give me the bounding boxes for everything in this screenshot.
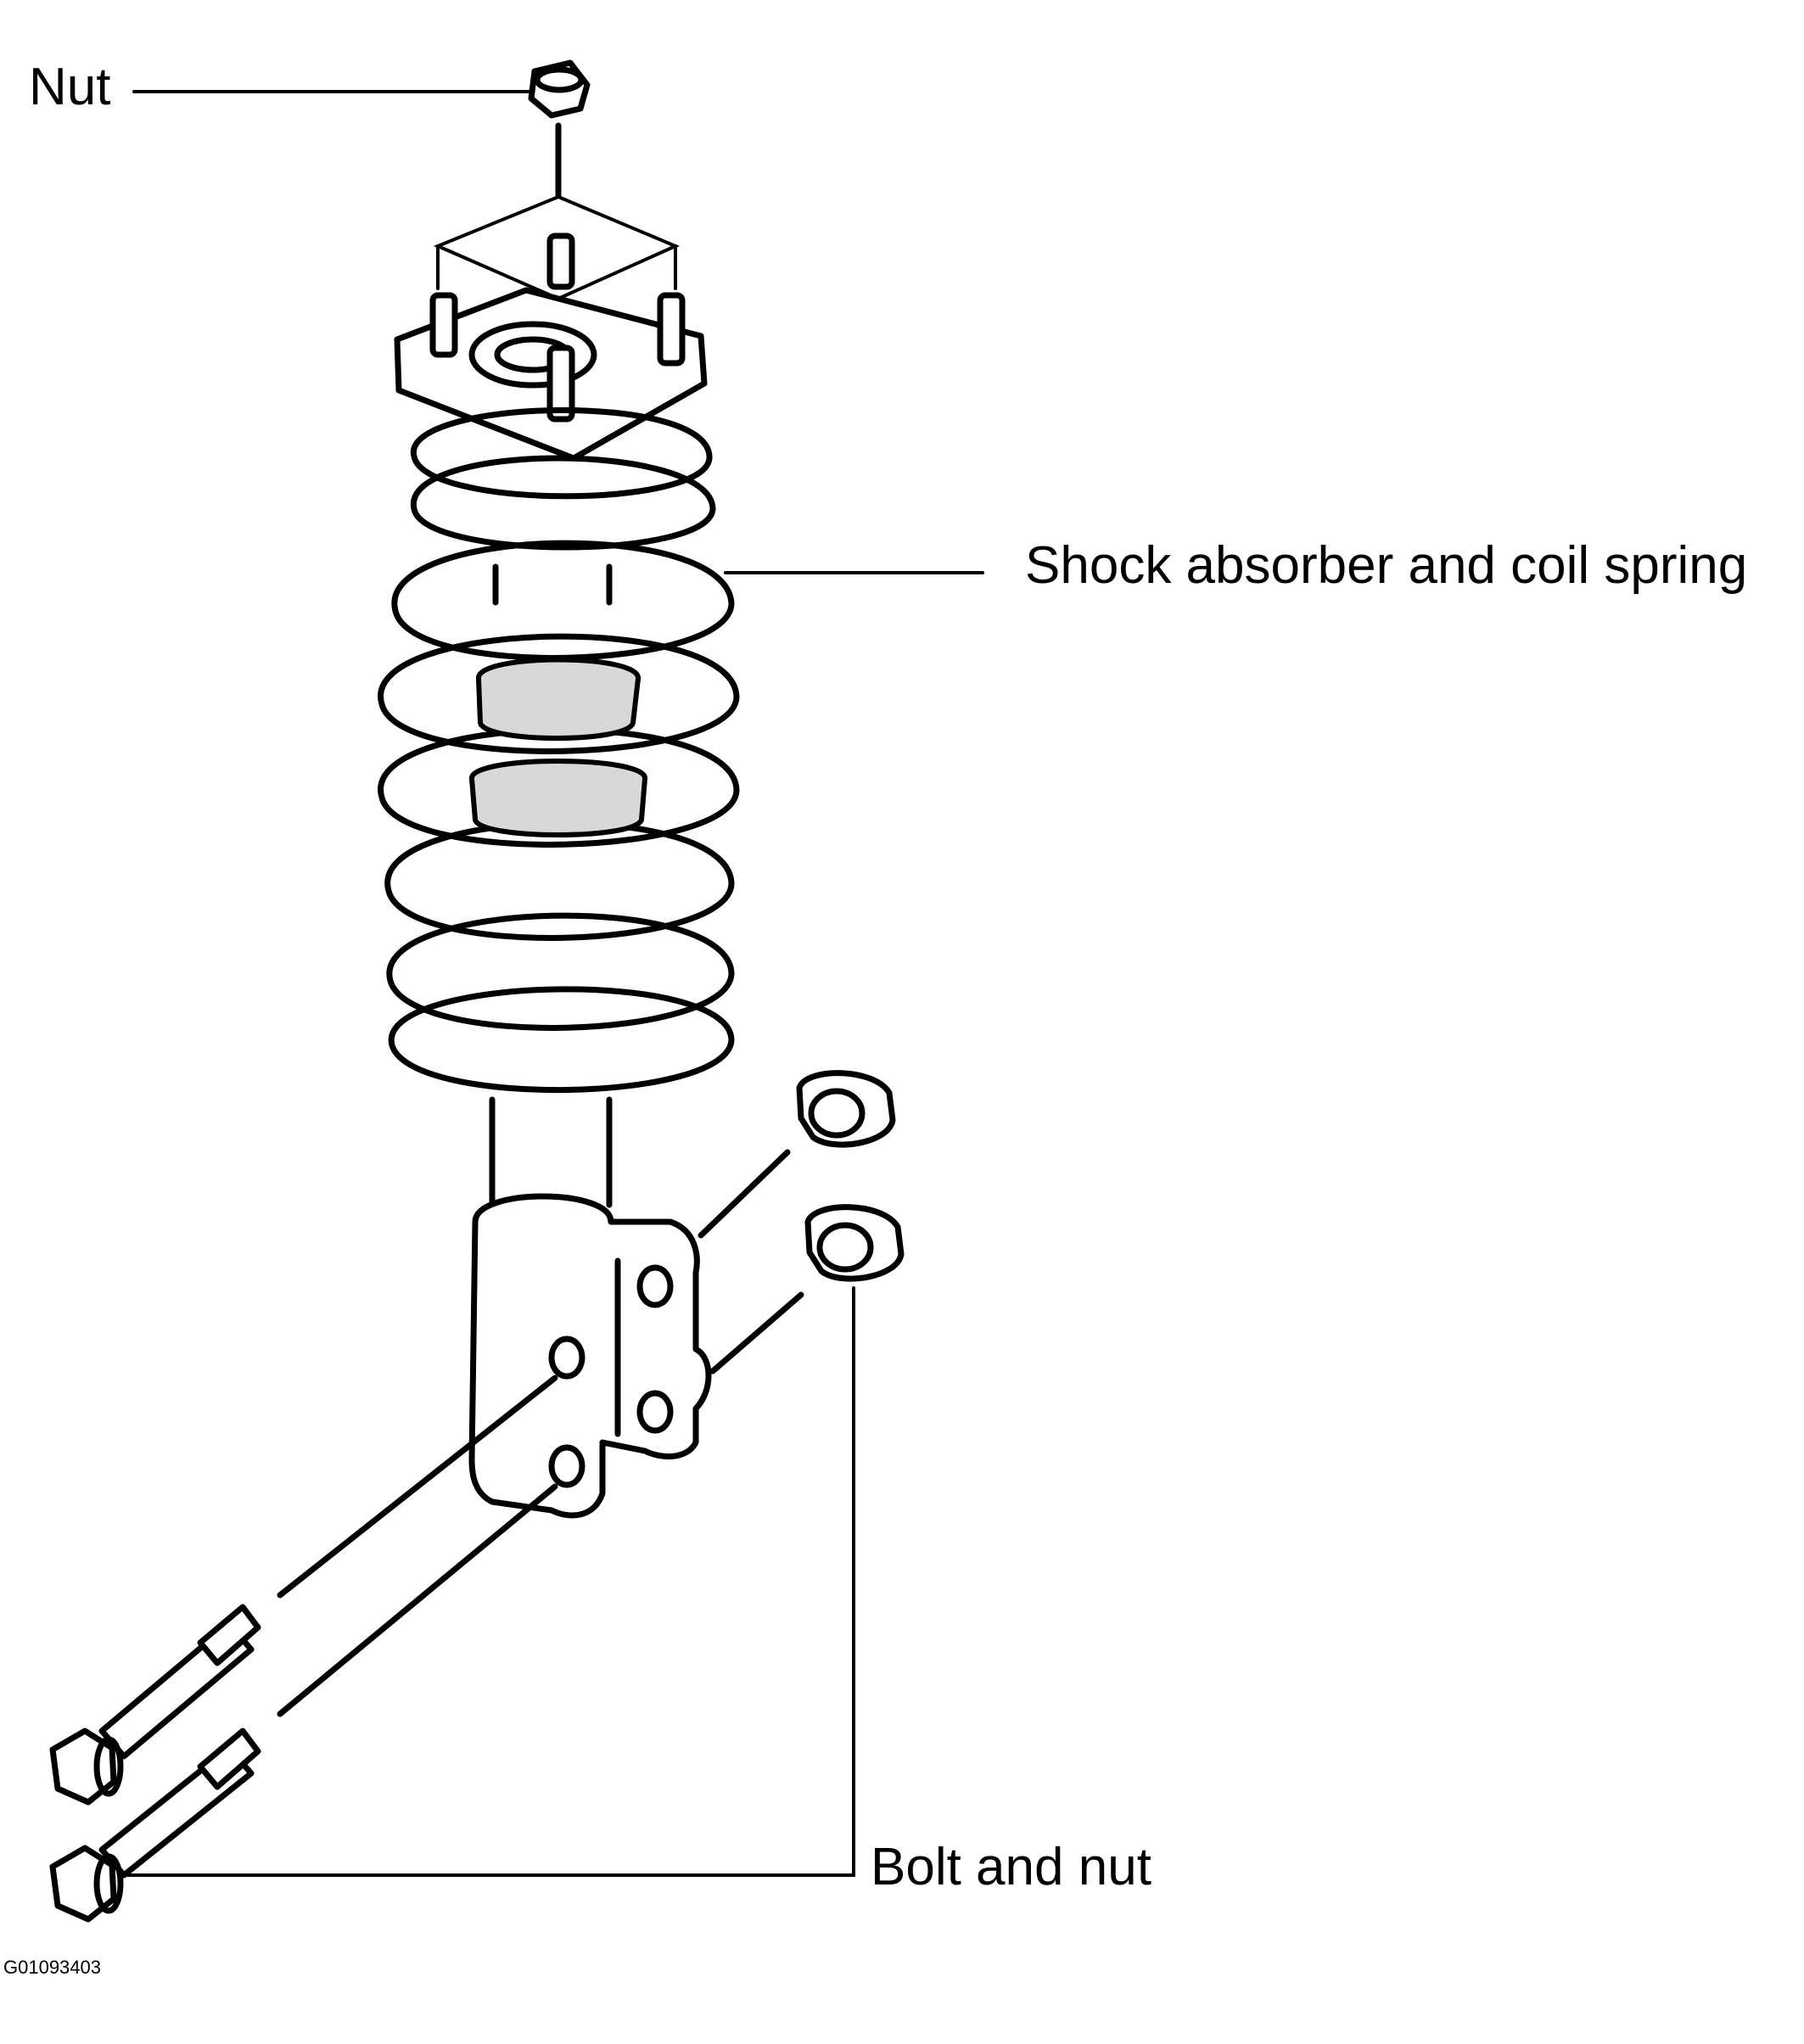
shock-body xyxy=(489,563,613,1208)
label-nut: Nut xyxy=(29,58,111,116)
bolts xyxy=(49,1375,558,1923)
label-bolt-and-nut: Bolt and nut xyxy=(871,1838,1151,1896)
flange-nuts xyxy=(698,1070,905,1375)
knuckle-bracket xyxy=(468,1193,712,1519)
figure-code: G01093403 xyxy=(3,1957,101,1978)
bump-stops xyxy=(469,657,647,837)
leader-lines xyxy=(117,90,984,1877)
top-nut xyxy=(528,59,591,199)
coil-spring xyxy=(378,406,740,1094)
leader-bolt xyxy=(117,1286,855,1877)
label-shock-absorber: Shock absorber and coil spring xyxy=(1025,536,1748,595)
